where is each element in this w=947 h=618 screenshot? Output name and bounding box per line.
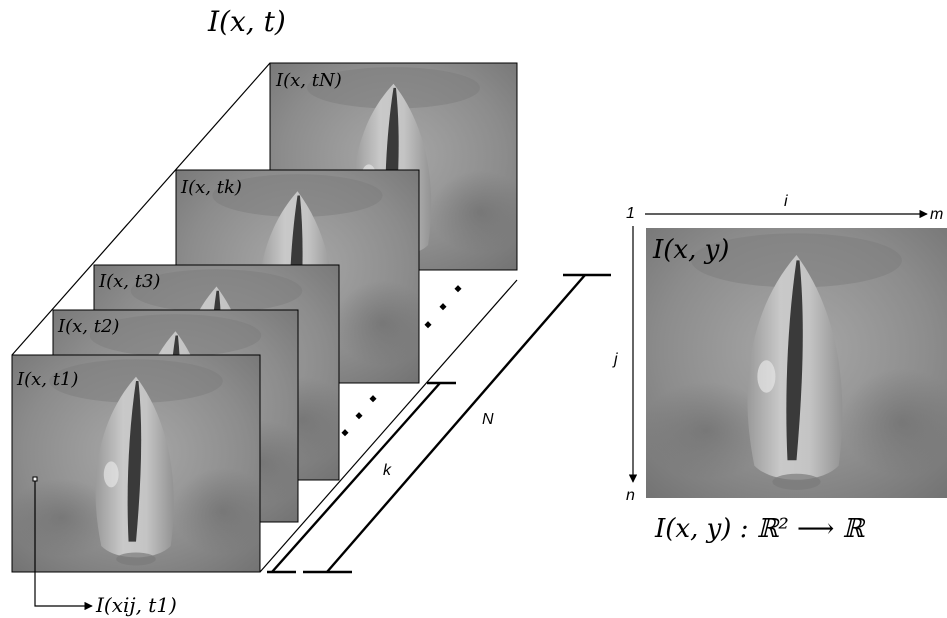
ellipsis-dots-upper [424, 285, 462, 329]
dimension-N: N [303, 273, 611, 574]
dimension-k-label: k [383, 462, 392, 479]
pixel-marker [32, 476, 38, 482]
ellipsis-dots-lower [341, 395, 377, 437]
mapping-formula: I(x, y) : ℝ² ⟶ ℝ [654, 514, 866, 544]
frame-k-label: I(x, tk) [180, 177, 242, 198]
frame-1: I(x, t1) [11, 354, 261, 573]
frame-N-label: I(x, tN) [275, 70, 342, 91]
pixel-leader-arrow [34, 481, 93, 611]
axis-j-label: j [612, 351, 618, 368]
axis-n-label: n [626, 487, 635, 504]
box-edge-top-left [11, 62, 271, 356]
frame-1-label: I(x, t1) [16, 369, 78, 390]
frame-3-label: I(x, t3) [98, 271, 160, 292]
axis-i-label: i [784, 193, 788, 210]
single-frame-label: I(x, y) [652, 235, 729, 265]
box-edge-bottom-right [259, 279, 518, 573]
dimension-k: k [267, 381, 456, 574]
stack-title: I(x, t) [207, 5, 286, 38]
frame-2-label: I(x, t2) [57, 316, 119, 337]
pixel-label: I(xij, t1) [95, 593, 177, 617]
single-frame: I(x, y) [646, 228, 947, 498]
axis-m-label: m [930, 206, 943, 223]
dimension-N-label: N [482, 411, 494, 428]
axis-origin-label: 1 [626, 205, 635, 222]
